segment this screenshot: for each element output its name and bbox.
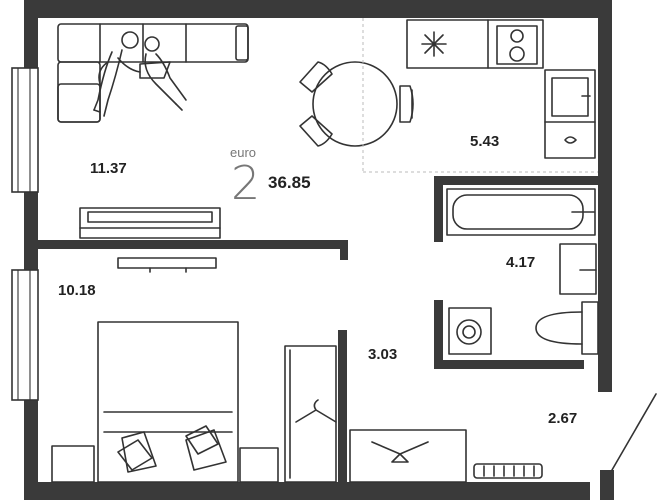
tv-stand-icon (79, 207, 221, 239)
windows (11, 67, 39, 401)
right-wall-upper (598, 0, 612, 392)
radiator-icon (473, 463, 543, 479)
bottom-wall (24, 482, 590, 500)
kitchen-zone (362, 18, 598, 173)
washing-machine-icon (448, 307, 492, 355)
entrance-door-icon (611, 393, 657, 471)
rooms-count: 2 (231, 156, 261, 210)
stove-icon (496, 25, 538, 65)
bathtub-icon (446, 188, 596, 236)
entrance-area: 2.67 (548, 410, 578, 427)
bath-wall-left-1 (434, 176, 443, 242)
sofa-icon (57, 23, 249, 123)
nightstand-left-icon (51, 445, 95, 483)
window-lower (11, 269, 39, 401)
partition-living-bedroom (38, 240, 348, 249)
top-wall (24, 0, 610, 18)
bathroom-sink-icon (559, 243, 597, 295)
partition-hallway (338, 330, 347, 482)
hallway-area: 3.03 (368, 346, 398, 363)
toilet-icon (535, 301, 599, 355)
left-wall-bottom (24, 400, 38, 500)
kitchen-area: 5.43 (470, 133, 500, 150)
left-wall-mid (24, 192, 38, 270)
sink-icon (551, 77, 591, 117)
dishwasher-icon (564, 136, 577, 144)
wardrobe-icon (284, 345, 337, 483)
kitchen-counter-icon (406, 19, 596, 159)
left-wall-top (24, 0, 38, 68)
living-room-area: 11.37 (90, 160, 127, 177)
people-icon (93, 31, 187, 117)
bed-icon (97, 321, 239, 483)
bathroom-area: 4.17 (506, 254, 536, 271)
bottom-right-wall (600, 470, 614, 500)
freezer-snowflake-icon (421, 31, 447, 57)
walls (24, 0, 614, 500)
tv-icon (117, 257, 217, 273)
nightstand-right-icon (239, 447, 279, 483)
total-area: 36.85 (268, 173, 311, 192)
bath-wall-left-2 (434, 300, 443, 368)
hallway-wardrobe-icon (349, 429, 467, 483)
bath-wall-bottom (434, 360, 584, 369)
bath-wall-top (434, 176, 598, 185)
partition-stub (340, 240, 348, 260)
apartment-type-label: euro (230, 145, 257, 160)
bedroom-area: 10.18 (58, 282, 96, 299)
dining-table-icon (299, 61, 414, 147)
window-upper (11, 67, 39, 193)
